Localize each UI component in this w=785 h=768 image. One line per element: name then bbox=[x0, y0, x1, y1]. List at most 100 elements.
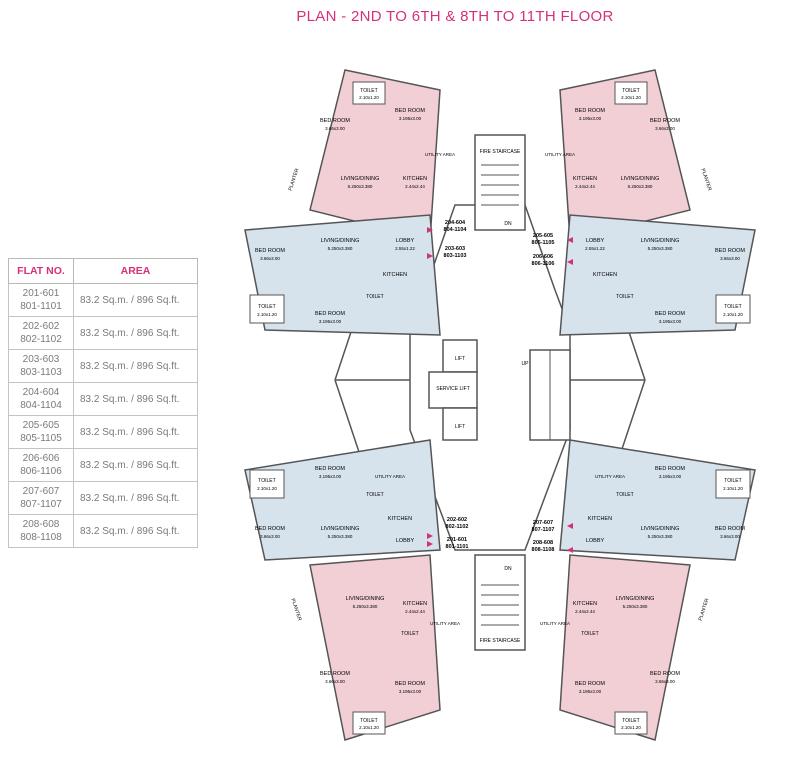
room-dimension: 3.66x3.00 bbox=[720, 534, 740, 539]
down-label: DN bbox=[504, 566, 512, 572]
room-label: LIVING/DINING bbox=[321, 526, 360, 532]
room-label: BED ROOM bbox=[655, 466, 685, 472]
room-label: BED ROOM bbox=[575, 108, 605, 114]
room-label: UTILITY AREA bbox=[545, 152, 575, 157]
room-dimension: 3.66x3.00 bbox=[260, 534, 280, 539]
room-label: TOILET bbox=[258, 304, 275, 310]
room-dimension: 2.44x2.44 bbox=[405, 609, 425, 614]
planter-label: PLANTER bbox=[288, 167, 301, 191]
room-label: UTILITY AREA bbox=[595, 474, 625, 479]
entry-arrow bbox=[427, 533, 433, 539]
flat-number-text: 803-1103 bbox=[444, 253, 467, 259]
room-dimension: 2.44x2.44 bbox=[575, 609, 595, 614]
up-label: UP bbox=[522, 361, 530, 367]
room-label: LIVING/DINING bbox=[616, 596, 655, 602]
toilet-room bbox=[249, 294, 285, 324]
flat-number-line: 806-1106 bbox=[20, 466, 62, 477]
room-dimension: 2.55x1.22 bbox=[395, 246, 415, 251]
flat-number-text: 208-608 bbox=[533, 540, 553, 546]
room-dimension: 2.10x1.20 bbox=[257, 312, 277, 317]
room-label: BED ROOM bbox=[255, 248, 285, 254]
flat-number-text: 204-604 bbox=[445, 220, 466, 226]
room-label: LIVING/DINING bbox=[346, 596, 385, 602]
room-dimension: 3.195x3.00 bbox=[579, 116, 602, 121]
flat-number-text: 201-601 bbox=[447, 537, 467, 543]
flat-unit-sw-top: TOILET 2.10x1.20 BED ROOM 3.195x3.00 TOI… bbox=[244, 439, 441, 561]
area-cell: 83.2 Sq.m. / 896 Sq.ft. bbox=[73, 415, 198, 449]
flat-number-line: 204-604 bbox=[22, 387, 60, 398]
room-label: BED ROOM bbox=[655, 311, 685, 317]
room-label: TOILET bbox=[360, 718, 377, 724]
flat-number-text: 206-606 bbox=[533, 254, 553, 260]
room-label: LIVING/DINING bbox=[321, 238, 360, 244]
room-dimension: 3.66x3.00 bbox=[720, 256, 740, 261]
flat-number-text: 808-1108 bbox=[532, 547, 555, 553]
flat-number-label-se: 207-607 807-1107 208-608 808-1108 bbox=[532, 520, 573, 553]
area-cell: 83.2 Sq.m. / 896 Sq.ft. bbox=[73, 481, 198, 515]
planter-label: PLANTER bbox=[700, 168, 713, 192]
room-label: TOILET bbox=[360, 88, 377, 94]
room-label: LOBBY bbox=[586, 538, 605, 544]
staircase-outline bbox=[474, 554, 526, 651]
room-dimension: 3.195x3.00 bbox=[659, 474, 682, 479]
room-dimension: 3.195x3.00 bbox=[319, 319, 342, 324]
flat-outline bbox=[244, 439, 441, 561]
fire-staircase-top: FIRE STAIRCASE DN bbox=[474, 134, 526, 231]
room-dimension: 5.250x3.380 bbox=[348, 184, 373, 189]
entry-arrow bbox=[427, 253, 433, 259]
flat-number-line: 805-1105 bbox=[20, 433, 62, 444]
room-label: BED ROOM bbox=[715, 248, 745, 254]
room-label: KITCHEN bbox=[403, 601, 427, 607]
room-label: LIVING/DINING bbox=[641, 526, 680, 532]
flat-number-label-nw: 204-604 804-1104 203-603 803-1103 bbox=[427, 220, 467, 259]
lift-shaft bbox=[442, 407, 478, 441]
flat-number-line: 205-605 bbox=[22, 420, 60, 431]
room-label: KITCHEN bbox=[573, 176, 597, 182]
flat-number-line: 801-1101 bbox=[20, 301, 62, 312]
room-label: BED ROOM bbox=[715, 526, 745, 532]
room-dimension: 2.10x1.20 bbox=[621, 95, 641, 100]
room-dimension: 2.10x1.20 bbox=[257, 486, 277, 491]
flat-number-line: 208-608 bbox=[22, 519, 60, 530]
room-dimension: 2.10x1.20 bbox=[723, 312, 743, 317]
flat-number-cell: 201-601 801-1101 bbox=[8, 283, 74, 317]
planter-label: PLANTER bbox=[698, 597, 711, 621]
room-label: BED ROOM bbox=[575, 681, 605, 687]
room-dimension: 5.250x3.380 bbox=[648, 246, 673, 251]
room-label: TOILET bbox=[724, 478, 741, 484]
room-label: UTILITY AREA bbox=[430, 621, 460, 626]
room-label: TOILET bbox=[258, 478, 275, 484]
room-label: KITCHEN bbox=[593, 272, 617, 278]
room-dimension: 3.195x3.00 bbox=[319, 474, 342, 479]
room-dimension: 3.66x3.00 bbox=[655, 679, 675, 684]
entry-arrow bbox=[567, 237, 573, 243]
flat-number-line: 201-601 bbox=[22, 288, 60, 299]
room-dimension: 2.10x1.20 bbox=[723, 486, 743, 491]
flat-number-cell: 208-608 808-1108 bbox=[8, 514, 74, 548]
room-label: UTILITY AREA bbox=[375, 474, 405, 479]
room-label: LIVING/DINING bbox=[621, 176, 660, 182]
flat-number-label-sw: 202-602 802-1102 201-601 801-1101 bbox=[427, 517, 468, 550]
room-label: LOBBY bbox=[396, 238, 415, 244]
room-label: BED ROOM bbox=[650, 671, 680, 677]
room-dimension: 2.10x1.20 bbox=[359, 95, 379, 100]
plan-title: PLAN - 2ND TO 6TH & 8TH TO 11TH FLOOR bbox=[296, 8, 614, 25]
room-dimension: 2.10x1.20 bbox=[359, 725, 379, 730]
down-label: DN bbox=[504, 221, 512, 227]
flat-number-cell: 205-605 805-1105 bbox=[8, 415, 74, 449]
flat-number-line: 808-1108 bbox=[20, 532, 62, 543]
room-dimension: 5.250x3.380 bbox=[328, 534, 353, 539]
table-row: 205-605 805-1105 83.2 Sq.m. / 896 Sq.ft. bbox=[8, 415, 198, 449]
staircase-label: FIRE STAIRCASE bbox=[480, 638, 521, 644]
toilet-room bbox=[352, 711, 386, 735]
room-label: KITCHEN bbox=[383, 272, 407, 278]
flat-unit-sw-bottom: TOILET 2.10x1.20 LIVING/DINING 5.250x3.3… bbox=[309, 554, 460, 741]
